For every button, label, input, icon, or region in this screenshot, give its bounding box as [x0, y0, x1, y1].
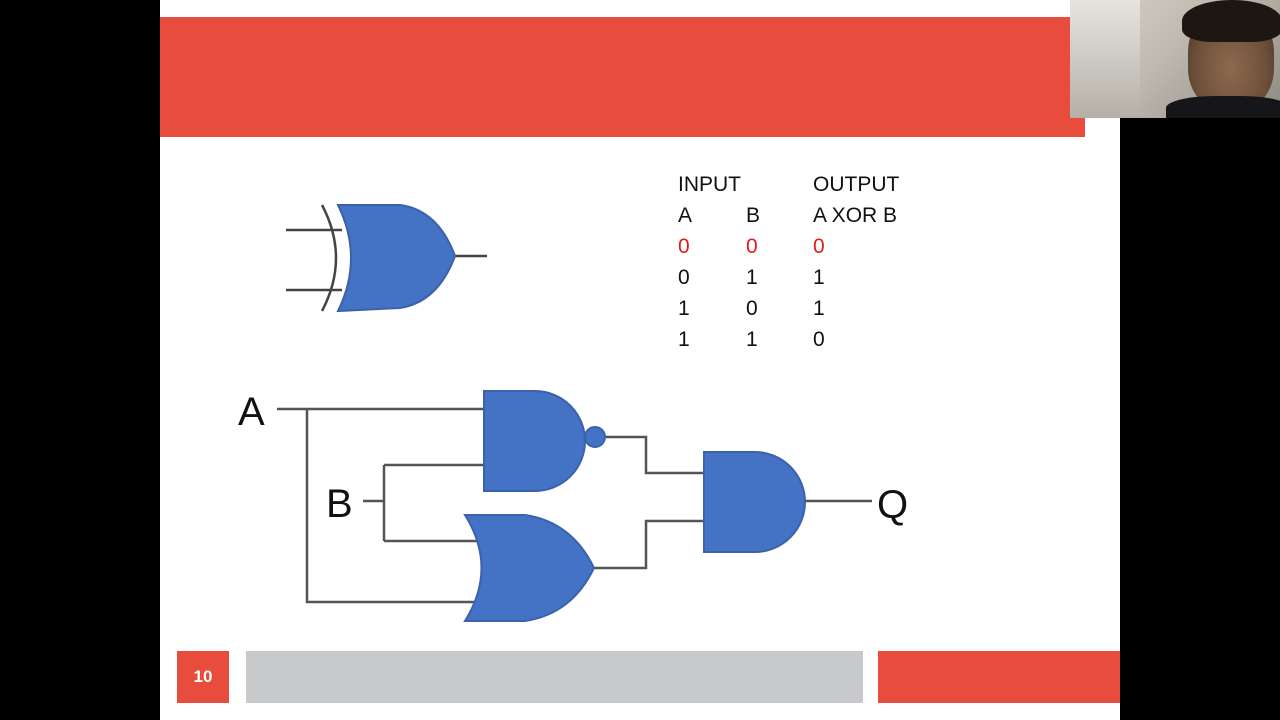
truth-table-row: 1 1 0: [678, 328, 938, 359]
nand-gate: [483, 390, 586, 492]
cell-a: 0: [678, 235, 690, 258]
col-xor-header: A XOR B: [813, 204, 898, 227]
cell-output: 1: [813, 297, 825, 320]
cell-b: 0: [746, 235, 758, 258]
cell-output: 0: [813, 235, 825, 258]
input-a-label: A: [238, 390, 265, 434]
truth-table-header: INPUT OUTPUT: [678, 173, 938, 204]
nand-bubble: [584, 426, 606, 448]
xor-gate-body: [336, 204, 457, 313]
presenter-hair: [1182, 0, 1280, 42]
truth-table-subheader: A B A XOR B: [678, 204, 938, 235]
input-header: INPUT: [678, 173, 741, 196]
truth-table-row: 0 1 1: [678, 266, 938, 297]
footer-accent: [878, 651, 1120, 703]
output-q-label: Q: [877, 483, 908, 527]
input-b-label: B: [326, 482, 353, 526]
presenter-shirt: [1166, 96, 1280, 118]
truth-table: INPUT OUTPUT A B A XOR B 0 0 0 0 1 1 1 0…: [678, 173, 938, 359]
page-number: 10: [177, 651, 229, 703]
cell-output: 0: [813, 328, 825, 351]
cell-b: 1: [746, 266, 758, 289]
col-b-header: B: [746, 204, 761, 227]
slide: A B Q INPUT OUTPUT A B A XOR B 0 0 0 0 1…: [160, 0, 1120, 720]
footer-bar: [246, 651, 863, 703]
cell-a: 0: [678, 266, 690, 289]
col-a-header: A: [678, 204, 693, 227]
cell-b: 1: [746, 328, 758, 351]
output-header: OUTPUT: [813, 173, 900, 196]
or-gate: [463, 514, 596, 622]
webcam-overlay: [1070, 0, 1280, 118]
cell-a: 1: [678, 328, 690, 351]
cell-output: 1: [813, 266, 825, 289]
truth-table-row: 0 0 0: [678, 235, 938, 266]
header-band: [160, 17, 1085, 137]
cell-b: 0: [746, 297, 758, 320]
truth-table-row: 1 0 1: [678, 297, 938, 328]
webcam-background: [1070, 0, 1140, 118]
logic-diagram: A B Q: [238, 204, 908, 622]
xor-gate-symbol: [286, 204, 487, 312]
cell-a: 1: [678, 297, 690, 320]
and-gate: [703, 451, 806, 553]
